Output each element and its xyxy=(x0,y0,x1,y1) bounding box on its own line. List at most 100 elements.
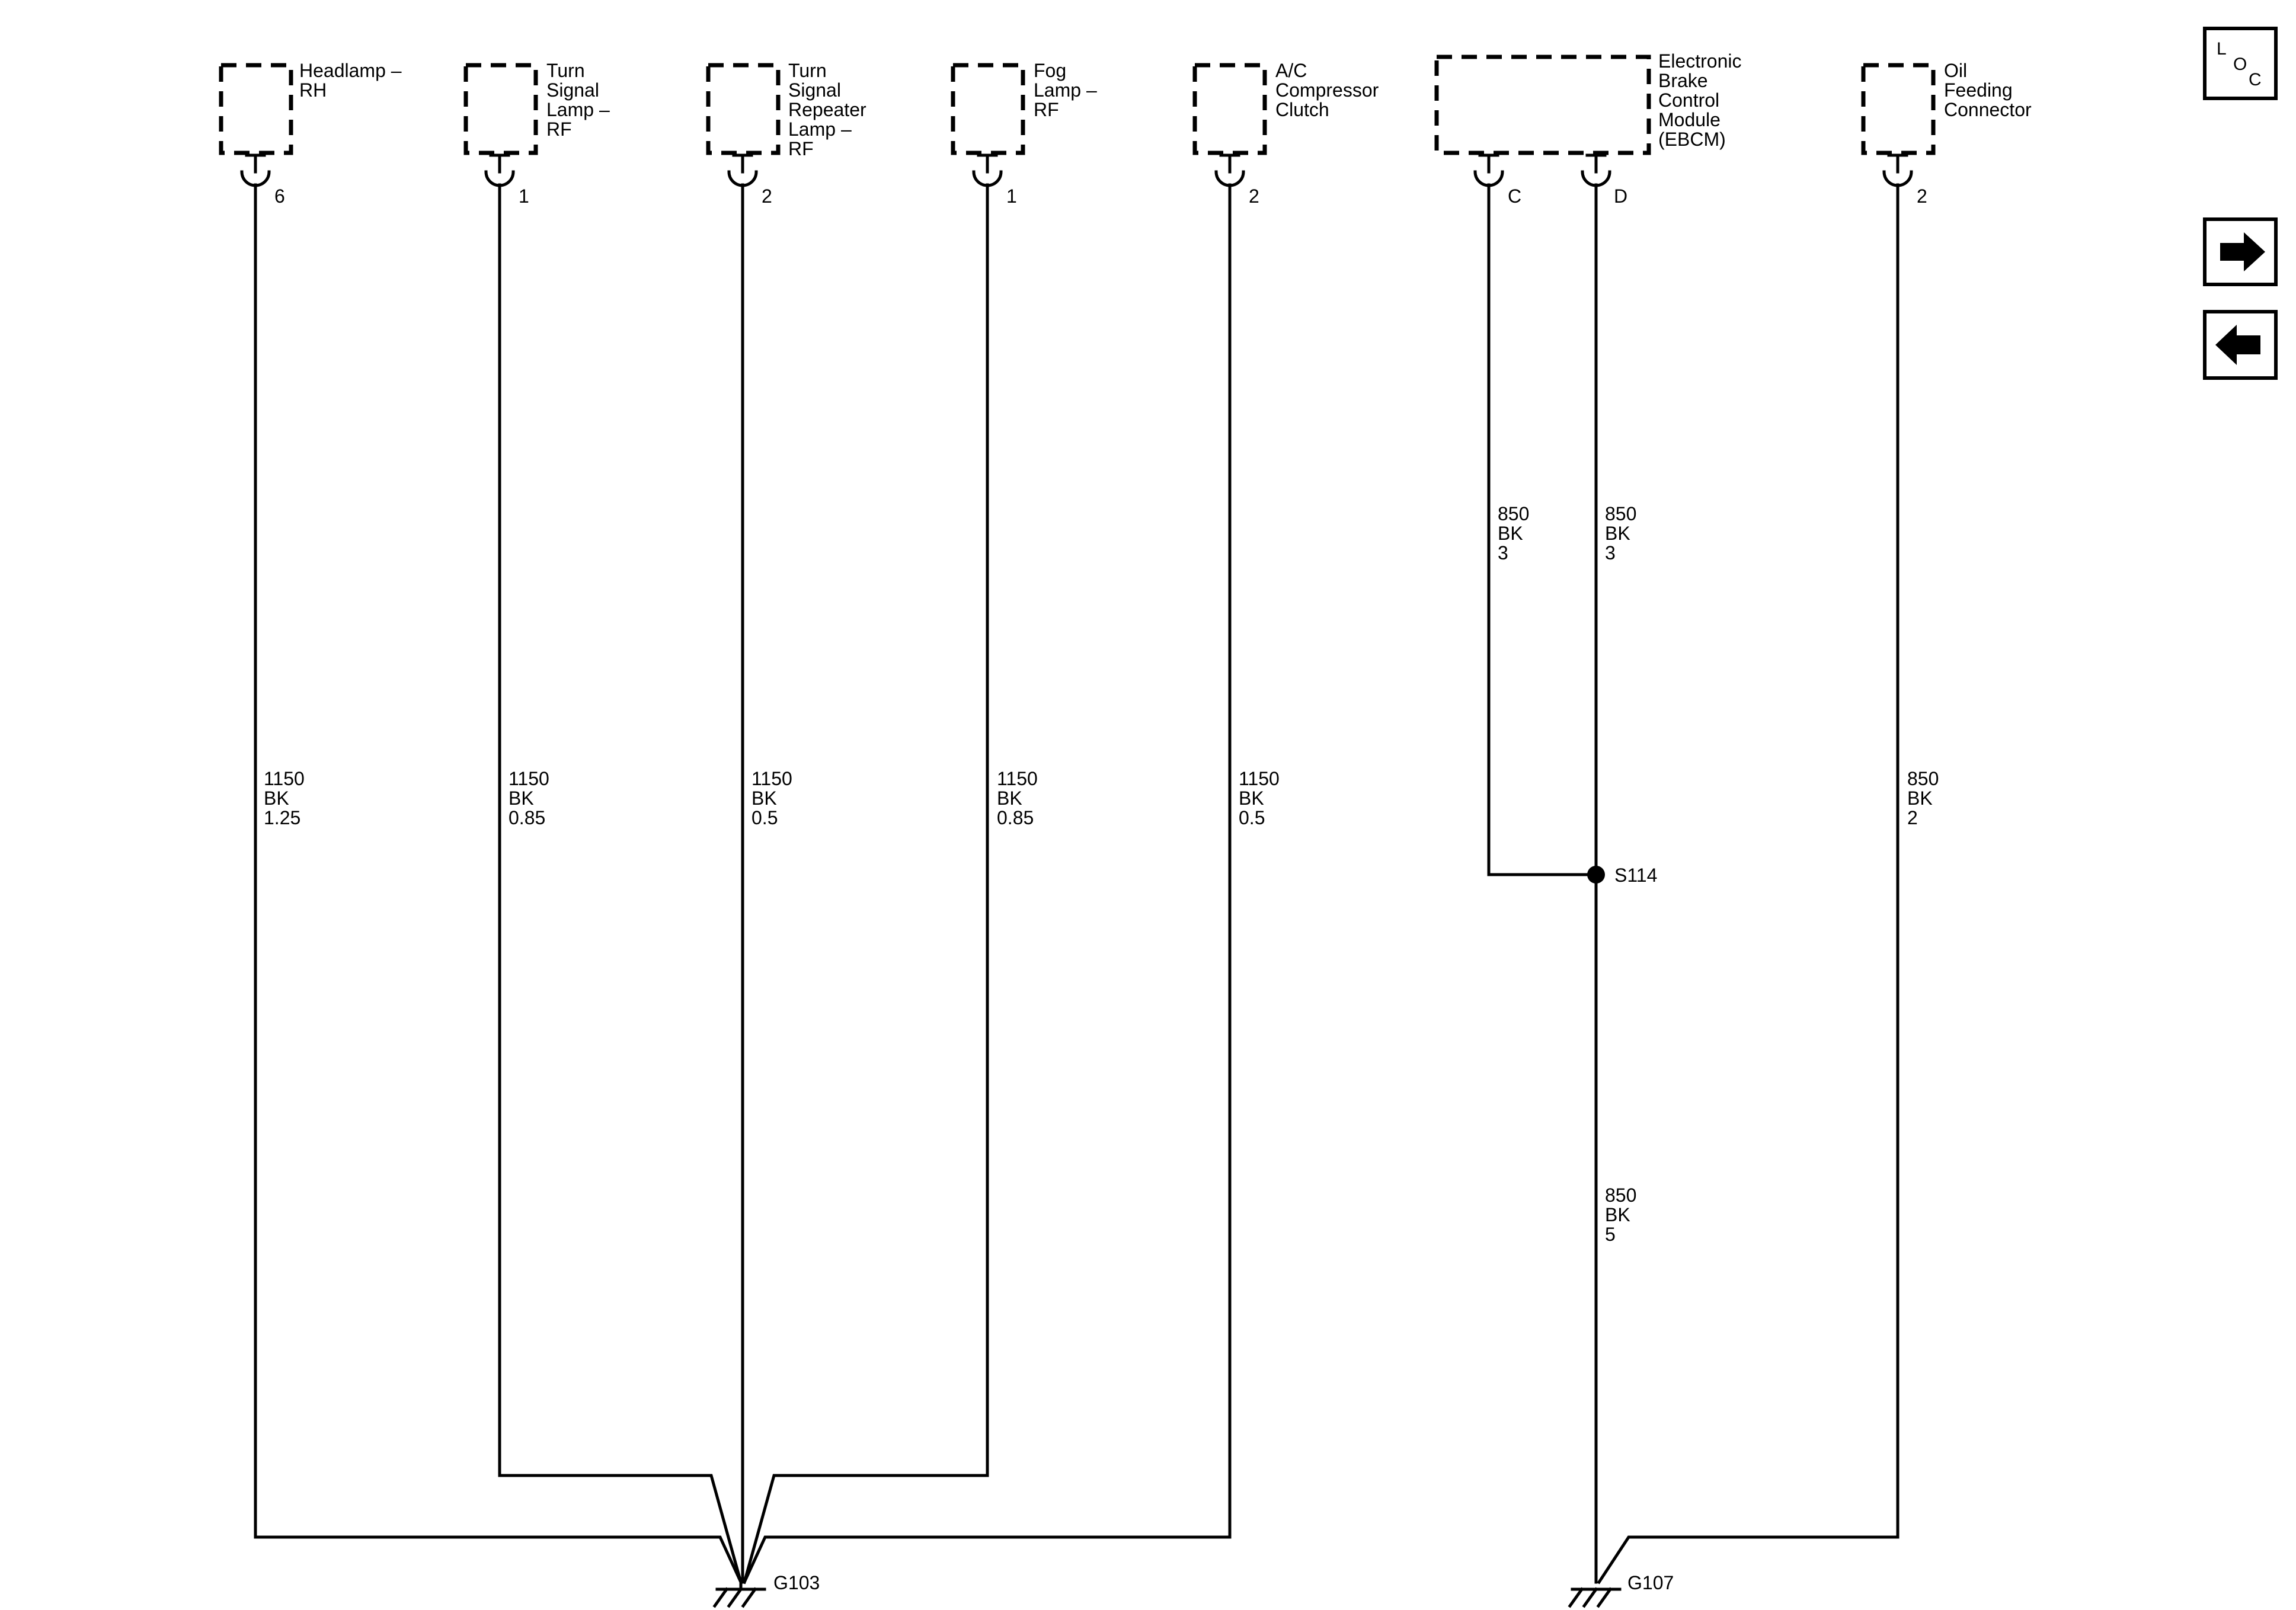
arrow-right-icon xyxy=(2220,232,2265,271)
circuit-number: 1150 xyxy=(1239,768,1280,789)
wire-label-ebcm-d: 850 BK 3 xyxy=(1605,503,1636,564)
connector-turn-signal-lamp-rf: Turn Signal Lamp – RF xyxy=(463,60,610,155)
loc-letter: O xyxy=(2233,55,2247,74)
wire-fog-lamp-rf xyxy=(742,183,989,1585)
label-line: Electronic xyxy=(1658,50,1742,72)
label-line: Clutch xyxy=(1275,99,1329,120)
terminal-icon xyxy=(1473,153,1504,187)
next-page-button[interactable] xyxy=(2203,217,2278,286)
label-line: Repeater xyxy=(788,99,866,120)
splice-dot-icon xyxy=(1587,866,1605,884)
terminal-icon xyxy=(1882,153,1913,187)
wire-turn-signal-lamp-rf xyxy=(498,183,743,1585)
pin-number: C xyxy=(1508,185,1521,207)
wires xyxy=(254,183,1900,1585)
wire-size: 1.25 xyxy=(264,807,300,828)
label-line: (EBCM) xyxy=(1658,129,1726,150)
wire-oil-feeding xyxy=(1597,183,1900,1585)
wire-label-ac-compressor-clutch: 1150 BK 0.5 xyxy=(1239,768,1280,828)
pin-number: 6 xyxy=(274,185,285,207)
circuit-number: 850 xyxy=(1498,503,1529,524)
connector-headlamp-rh: Headlamp – RH xyxy=(219,60,402,155)
label-line: A/C xyxy=(1275,60,1307,81)
loc-letter: L xyxy=(2217,39,2227,59)
connector-ac-compressor-clutch: A/C Compressor Clutch xyxy=(1192,60,1379,155)
connector-turn-signal-repeater-lamp-rf: Turn Signal Repeater Lamp – RF xyxy=(706,60,866,159)
label-line: Signal xyxy=(788,79,841,101)
label-line: Headlamp – xyxy=(299,60,402,81)
previous-page-button[interactable] xyxy=(2203,310,2278,380)
ground-label: G103 xyxy=(773,1572,820,1593)
ground-icon xyxy=(1568,1587,1622,1608)
wire-size: 0.5 xyxy=(1239,807,1265,828)
label-line: Lamp – xyxy=(1034,79,1097,101)
circuit-number: 850 xyxy=(1605,1185,1636,1206)
loc-button[interactable]: L O C xyxy=(2203,27,2278,100)
pin-number: 1 xyxy=(519,185,529,207)
loc-letter: C xyxy=(2249,70,2262,89)
wire-color: BK xyxy=(1907,788,1933,809)
wire-ac-compressor-clutch xyxy=(742,183,1232,1585)
wire-label-headlamp-rh: 1150 BK 1.25 xyxy=(264,768,305,828)
circuit-number: 850 xyxy=(1907,768,1939,789)
label-line: Lamp – xyxy=(546,99,610,120)
terminal-icon xyxy=(1214,153,1245,187)
terminal-symbols xyxy=(240,153,1913,187)
wire-color: BK xyxy=(752,788,777,809)
wire-size: 3 xyxy=(1498,542,1508,564)
wire-label-fog-lamp-rf: 1150 BK 0.85 xyxy=(997,768,1038,828)
ground-g107: G107 xyxy=(1568,1572,1674,1608)
wire-label-ebcm-c: 850 BK 3 xyxy=(1498,503,1529,564)
splice-s114: S114 xyxy=(1587,865,1657,886)
label-line: RF xyxy=(546,119,572,140)
wire-color: BK xyxy=(1498,523,1523,544)
pin-number: 2 xyxy=(762,185,772,207)
wire-label-oil-feeding: 850 BK 2 xyxy=(1907,768,1939,828)
connector-oil-feeding: Oil Feeding Connector xyxy=(1861,60,2032,155)
ground-label: G107 xyxy=(1627,1572,1674,1593)
pin-number: 2 xyxy=(1917,185,1927,207)
label-line: Compressor xyxy=(1275,79,1379,101)
label-line: Brake xyxy=(1658,70,1708,91)
wire-size: 3 xyxy=(1605,542,1616,564)
wire-color: BK xyxy=(1239,788,1264,809)
terminal-icon xyxy=(972,153,1003,187)
wire-headlamp-rh xyxy=(254,183,743,1585)
wire-label-turn-signal-repeater-rf: 1150 BK 0.5 xyxy=(752,768,792,828)
circuit-number: 1150 xyxy=(264,768,305,789)
label-line: Control xyxy=(1658,89,1719,111)
pin-number: 1 xyxy=(1006,185,1017,207)
terminal-icon xyxy=(727,153,758,187)
circuit-number: 1150 xyxy=(752,768,792,789)
label-line: Oil xyxy=(1944,60,1967,81)
circuit-number: 1150 xyxy=(997,768,1038,789)
label-line: RH xyxy=(299,79,327,101)
wire-color: BK xyxy=(1605,1204,1630,1225)
circuit-number: 1150 xyxy=(509,768,549,789)
label-line: Turn xyxy=(546,60,585,81)
label-line: RF xyxy=(1034,99,1059,120)
label-line: Turn xyxy=(788,60,827,81)
wire-color: BK xyxy=(1605,523,1630,544)
circuit-number: 850 xyxy=(1605,503,1636,524)
label-line: Signal xyxy=(546,79,599,101)
label-line: RF xyxy=(788,138,814,159)
pin-number: D xyxy=(1614,185,1627,207)
connector-ebcm: Electronic Brake Control Module (EBCM) xyxy=(1434,50,1742,155)
wire-label-turn-signal-lamp-rf: 1150 BK 0.85 xyxy=(509,768,549,828)
label-line: Module xyxy=(1658,109,1721,130)
splice-label: S114 xyxy=(1614,865,1657,886)
label-line: Connector xyxy=(1944,99,2032,120)
wire-label-splice-to-ground: 850 BK 5 xyxy=(1605,1185,1636,1245)
wire-color: BK xyxy=(509,788,534,809)
label-line: Fog xyxy=(1034,60,1066,81)
wire-size: 5 xyxy=(1605,1224,1616,1245)
terminal-icon xyxy=(484,153,515,187)
wire-size: 0.85 xyxy=(509,807,545,828)
ground-icon xyxy=(712,1580,766,1608)
connector-fog-lamp-rf: Fog Lamp – RF xyxy=(951,60,1097,155)
wire-color: BK xyxy=(264,788,289,809)
label-line: Feeding xyxy=(1944,79,2013,101)
label-line: Lamp – xyxy=(788,119,852,140)
